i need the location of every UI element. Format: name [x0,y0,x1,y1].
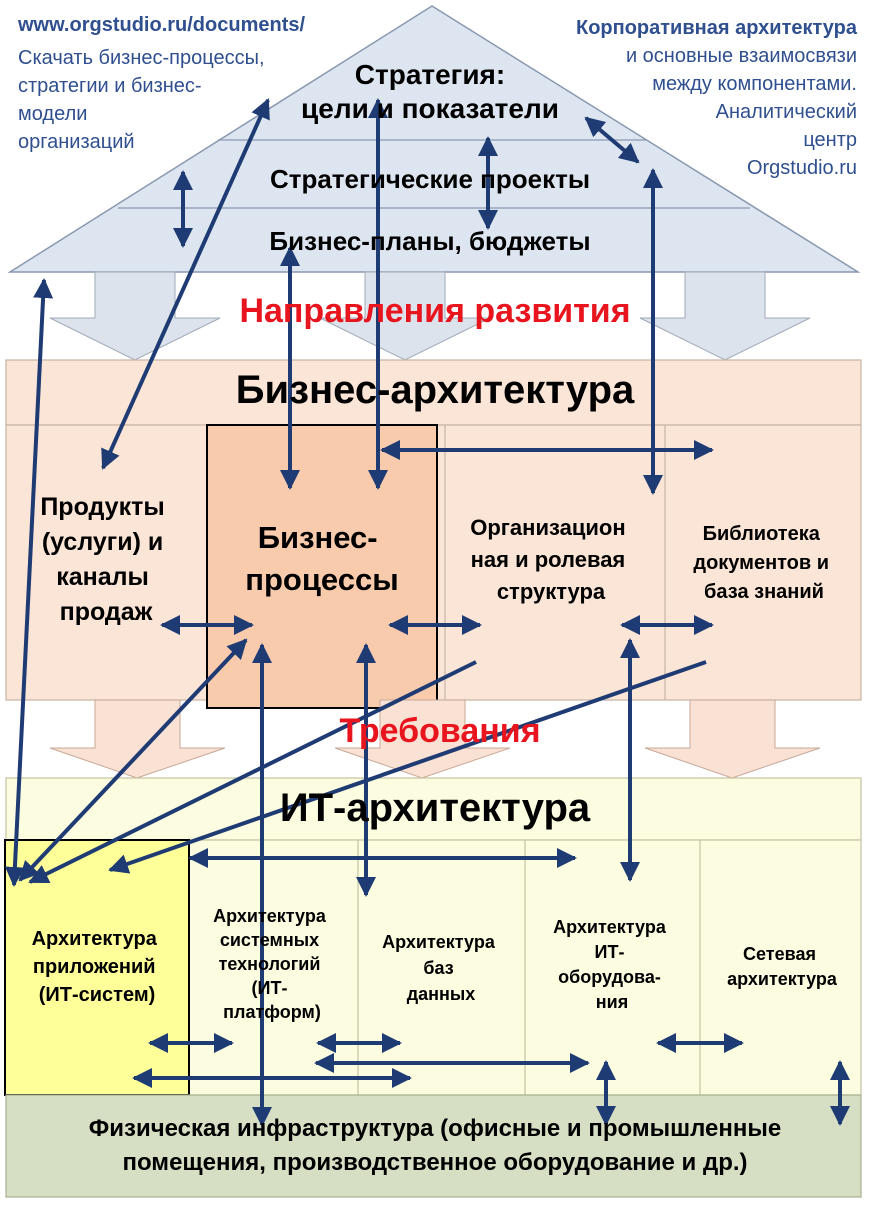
systech-line-3: технологий [219,954,321,974]
strategic-projects-label: Стратегические проекты [269,164,591,194]
org-line-3: структура [497,579,606,604]
physical-line: помещения, производственное оборудование… [122,1149,748,1176]
header-right-line: Корпоративная архитектура [575,17,857,39]
products-line-4: продаж [60,598,153,626]
systech-text: Архитектура системных технологий (ИТ- пл… [213,906,331,1022]
apps-line-2: приложений [33,956,156,978]
systech-line-4: (ИТ- [252,978,288,998]
processes-line-2: процессы [245,562,398,597]
business-architecture-title: Бизнес-архитектура [235,368,635,412]
header-right-description: Корпоративная архитектура и основные вза… [576,14,857,182]
products-text: Продукты (услуги) и каналы продаж [40,493,171,626]
requirements-label: Требования [339,712,541,750]
header-right-line: и основные взаимосвязи [625,45,857,67]
directions-label: Направления развития [239,292,631,330]
it-architecture-title: ИТ-архитектура [279,786,591,830]
org-line-2: ная и ролевая [471,547,626,572]
header-left-line: Скачать бизнес-процессы, [18,47,265,69]
db-line-1: Архитектура [382,932,496,952]
header-left-line: модели [18,103,88,125]
library-text: Библиотека документов и база знаний [693,523,834,603]
apps-line-1: Архитектура [32,928,158,950]
org-line-1: Организацион [470,515,625,540]
hw-line-4: ния [596,992,628,1012]
hw-line-1: Архитектура [553,917,667,937]
hw-line-3: оборудова- [558,967,661,987]
orgstudio-url[interactable]: www.orgstudio.ru/documents/ [18,14,306,36]
db-line-2: баз [423,958,453,978]
processes-text: Бизнес- процессы [245,520,398,597]
header-left-description: Скачать бизнес-процессы, стратегии и биз… [18,44,265,156]
library-line-2: документов и [693,552,829,574]
library-line-3: база знаний [704,581,824,603]
header-right-line: Orgstudio.ru [746,157,857,179]
strategy-line: Стратегия: [354,59,506,90]
strategy-label: Стратегия: цели и показатели [300,58,560,126]
products-line-1: Продукты [40,493,164,521]
net-text: Сетевая архитектура [727,944,838,989]
systech-line-2: системных [220,930,319,950]
business-plans-label: Бизнес-планы, бюджеты [269,226,591,256]
systech-line-5: платформ) [223,1002,321,1022]
products-line-2: (услуги) и [42,528,163,556]
db-line-3: данных [407,984,476,1004]
header-left-line: стратегии и бизнес- [18,75,202,97]
physical-line: Физическая инфраструктура (офисные и про… [88,1115,782,1142]
strategy-line: цели и показатели [301,93,559,124]
connection-arrows [4,98,850,1127]
header-right-line: центр [803,129,857,151]
header-right-line: между компонентами. [652,73,857,95]
systech-line-1: Архитектура [213,906,327,926]
physical-infrastructure-band [5,1094,862,1198]
hw-text: Архитектура ИТ- оборудова- ния [553,917,671,1012]
apps-line-3: (ИТ-систем) [39,984,156,1006]
hw-line-2: ИТ- [595,942,625,962]
physical-infrastructure-label: Физическая инфраструктура (офисные и про… [10,1112,860,1180]
products-line-3: каналы [56,563,149,591]
apps-text: Архитектура приложений (ИТ-систем) [32,928,163,1006]
db-text: Архитектура баз данных [382,932,500,1004]
library-line-1: Библиотека [703,523,821,545]
header-left-line: организаций [18,131,135,153]
net-line-2: архитектура [727,969,838,989]
net-line-1: Сетевая [743,944,816,964]
processes-line-1: Бизнес- [258,520,378,555]
header-right-line: Аналитический [715,101,857,123]
org-structure-text: Организацион ная и ролевая структура [470,515,632,604]
